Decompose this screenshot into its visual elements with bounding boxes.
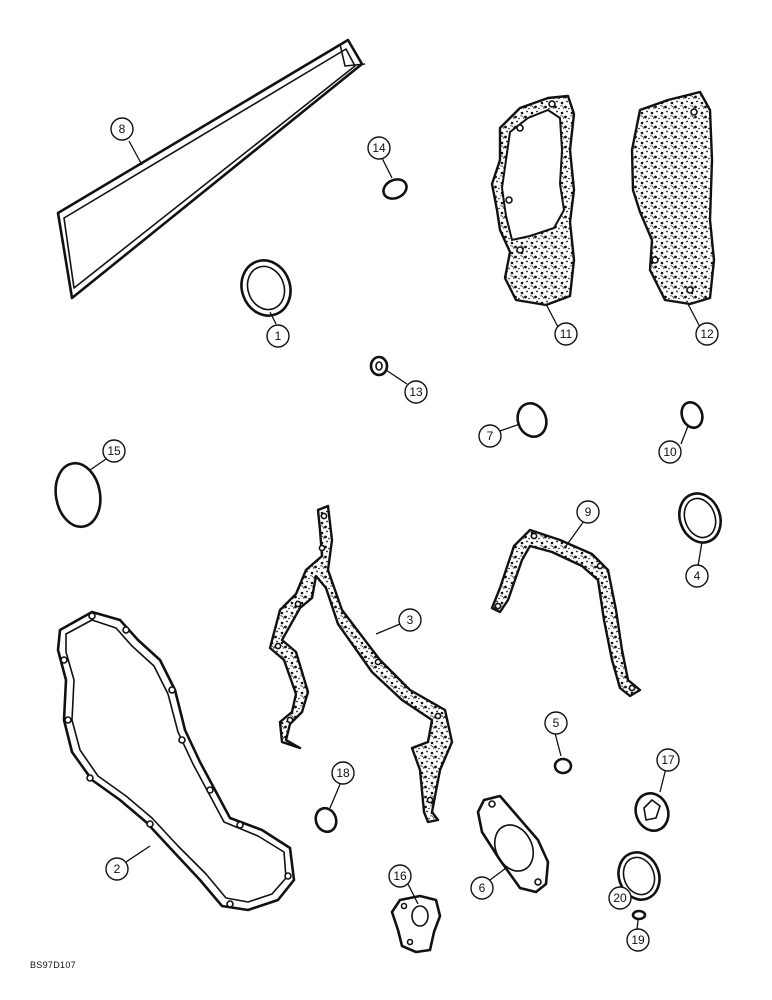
svg-text:5: 5 xyxy=(553,716,560,730)
svg-text:1: 1 xyxy=(275,329,282,343)
callout-17: 17 xyxy=(656,748,680,772)
callout-8: 8 xyxy=(110,117,134,141)
callout-19: 19 xyxy=(626,928,650,952)
callout-14: 14 xyxy=(367,136,391,160)
callout-16: 16 xyxy=(388,864,412,888)
part-17-lock-plate xyxy=(634,792,670,832)
part-11-plate-gasket xyxy=(490,94,576,307)
part-5-o-ring xyxy=(553,757,573,775)
part-9-seal-housing-gasket xyxy=(490,528,642,698)
svg-text:15: 15 xyxy=(107,444,121,458)
callout-20: 20 xyxy=(608,886,632,910)
svg-text:4: 4 xyxy=(694,569,701,583)
callout-13: 13 xyxy=(404,380,428,404)
part-18-o-ring xyxy=(314,806,338,834)
part-12-plate-gasket xyxy=(630,90,716,306)
svg-text:10: 10 xyxy=(663,445,677,459)
svg-text:16: 16 xyxy=(393,869,407,883)
callout-3: 3 xyxy=(398,608,422,632)
part-19-o-ring xyxy=(631,909,647,921)
svg-text:17: 17 xyxy=(661,753,675,767)
svg-text:2: 2 xyxy=(114,862,121,876)
callout-7: 7 xyxy=(478,424,502,448)
callout-15: 15 xyxy=(102,439,126,463)
svg-text:19: 19 xyxy=(631,933,645,947)
part-13-washer xyxy=(369,355,389,377)
part-1-seal-ring xyxy=(240,259,292,317)
part-15-o-ring xyxy=(54,461,102,529)
svg-text:14: 14 xyxy=(372,141,386,155)
callout-4: 4 xyxy=(685,564,709,588)
svg-text:7: 7 xyxy=(487,429,494,443)
part-16-plate-gasket xyxy=(390,894,442,954)
svg-text:9: 9 xyxy=(585,505,592,519)
svg-text:18: 18 xyxy=(336,766,350,780)
svg-text:20: 20 xyxy=(613,891,627,905)
part-2-gear-cover-gasket xyxy=(56,610,296,912)
part-7-o-ring xyxy=(516,402,548,438)
svg-text:3: 3 xyxy=(407,613,414,627)
callout-18: 18 xyxy=(331,761,355,785)
svg-text:8: 8 xyxy=(119,122,126,136)
part-3-housing-gasket xyxy=(268,504,454,824)
svg-text:12: 12 xyxy=(700,327,714,341)
callout-6: 6 xyxy=(470,876,494,900)
svg-text:13: 13 xyxy=(409,385,423,399)
part-8-cover-gasket xyxy=(56,38,366,300)
part-14-o-ring xyxy=(382,178,408,200)
reference-code: BS97D107 xyxy=(30,960,76,970)
part-20-seal-ring xyxy=(617,851,661,901)
leader-lines xyxy=(89,140,703,931)
callout-11: 11 xyxy=(554,322,578,346)
svg-text:6: 6 xyxy=(479,881,486,895)
callout-12: 12 xyxy=(695,322,719,346)
svg-text:11: 11 xyxy=(560,327,573,341)
part-6-flange-gasket xyxy=(476,794,550,894)
callout-9: 9 xyxy=(576,500,600,524)
part-10-o-ring xyxy=(680,401,704,429)
part-4-seal-ring xyxy=(678,492,722,544)
callout-2: 2 xyxy=(105,857,129,881)
callout-1: 1 xyxy=(266,324,290,348)
callout-10: 10 xyxy=(658,440,682,464)
callout-5: 5 xyxy=(544,711,568,735)
